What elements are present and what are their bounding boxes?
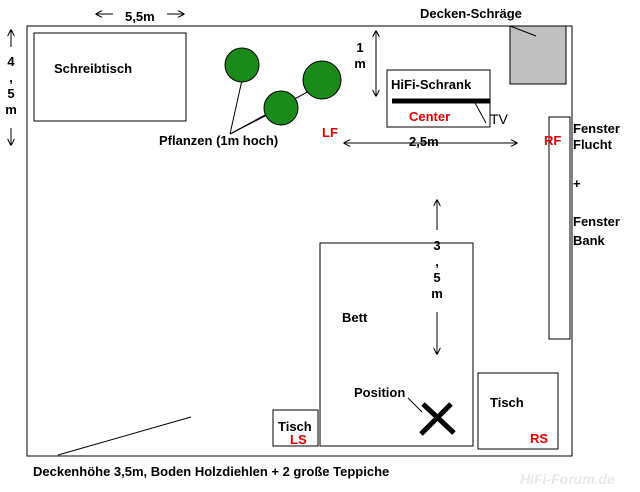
tv-pointer: [473, 100, 487, 124]
sloped-ceiling-rect: [509, 25, 567, 85]
desk-label: Schreibtisch: [54, 61, 133, 76]
center-speaker-label: Center: [409, 109, 451, 124]
bed-rect: [319, 242, 474, 447]
window-line2: Flucht: [573, 137, 612, 152]
watermark: HiFi-Forum.de: [520, 471, 615, 487]
rack-width-label: 2,5m: [409, 134, 439, 149]
window-plus: +: [573, 176, 581, 191]
window-line3: Fenster: [573, 214, 620, 229]
table-right-label: Tisch: [490, 395, 524, 410]
tv-label: TV: [490, 111, 508, 127]
window-bar: [548, 116, 571, 340]
bed-label: Bett: [342, 310, 368, 325]
speaker-lf-label: LF: [322, 125, 338, 140]
room-width-label: 5,5m: [125, 9, 155, 24]
rack-depth-label: 1 m: [354, 40, 366, 71]
table-left-rect: [272, 409, 319, 447]
window-line1: Fenster: [573, 121, 620, 136]
position-cross-icon: [419, 402, 456, 436]
window-line4: Bank: [573, 233, 605, 248]
position-pointer: [407, 397, 423, 413]
speaker-rs-label: RS: [530, 431, 549, 446]
footer-note: Deckenhöhe 3,5m, Boden Holzdiehlen + 2 g…: [33, 464, 390, 479]
table-left-label: Tisch: [278, 419, 312, 434]
room-depth-label: 4 , 5 m: [5, 54, 17, 117]
bed-length-label: 3 , 5 m: [431, 238, 443, 301]
room-outline: [26, 25, 573, 457]
plants-label: Pflanzen (1m hoch): [159, 133, 279, 148]
desk-rect: [33, 32, 187, 122]
plant-icon: [263, 90, 299, 126]
speaker-rf-label: RF: [544, 133, 562, 148]
plant-icon: [224, 47, 260, 83]
carpet-line: [57, 416, 192, 456]
plant-icon: [302, 60, 342, 100]
table-right-rect: [477, 372, 559, 450]
sloped-ceiling-label: Decken-Schräge: [420, 6, 522, 21]
position-label: Position: [354, 385, 406, 400]
hifi-rack-label: HiFi-Schrank: [391, 77, 472, 92]
speaker-ls-label: LS: [290, 432, 307, 447]
plant-pointer: [229, 79, 243, 135]
